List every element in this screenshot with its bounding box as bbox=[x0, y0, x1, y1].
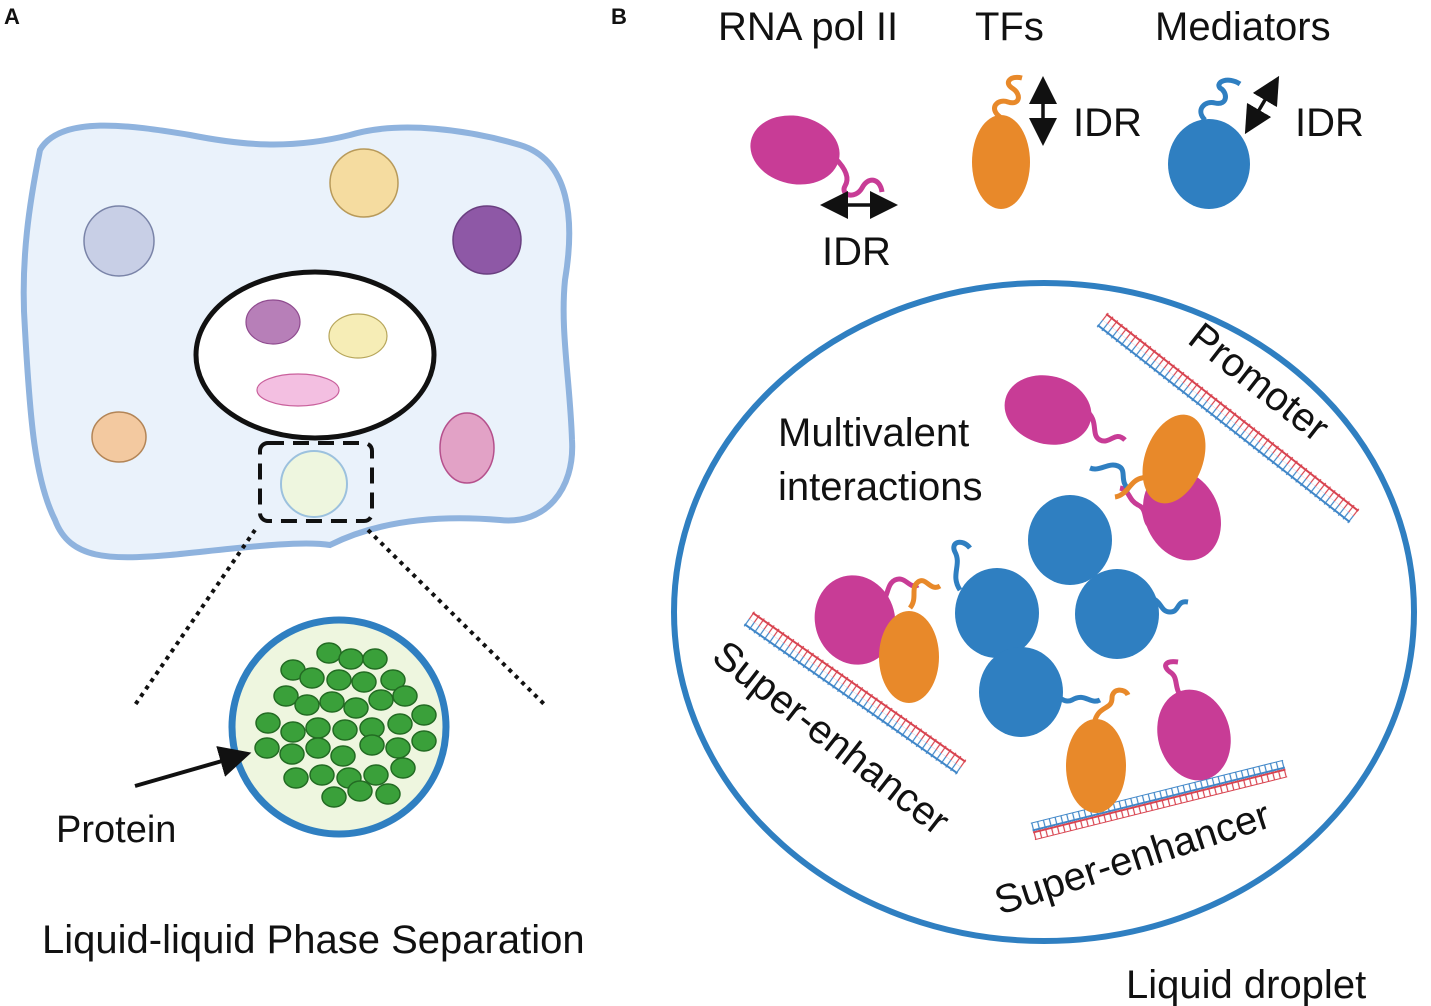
protein-dot bbox=[392, 685, 418, 707]
protein-dot bbox=[363, 764, 389, 786]
idr-label: IDR bbox=[822, 230, 891, 274]
protein-dot bbox=[351, 671, 377, 693]
protein-label: Protein bbox=[56, 809, 176, 851]
protein-dot bbox=[362, 648, 388, 670]
double-arrow-icon bbox=[1244, 75, 1280, 135]
protein-dot bbox=[326, 669, 352, 691]
organelle bbox=[452, 205, 522, 275]
zoom-line-right bbox=[366, 528, 547, 707]
protein-dot bbox=[319, 691, 345, 713]
multivalent-label-line1: Multivalent bbox=[778, 411, 969, 455]
protein-dot bbox=[305, 737, 331, 759]
condensate bbox=[280, 450, 348, 518]
rna-pol-ii bbox=[814, 575, 896, 665]
protein-dot bbox=[321, 786, 347, 808]
protein-dot bbox=[411, 704, 437, 726]
protein-dot bbox=[255, 712, 281, 734]
protein-dot bbox=[380, 669, 406, 691]
panel-a: A Protein Liquid-liquid Phase Separation bbox=[4, 4, 585, 962]
rna-pol-ii bbox=[1157, 689, 1231, 781]
protein-dot bbox=[305, 717, 331, 739]
legend-tfs-title: TFs bbox=[975, 5, 1044, 49]
organelle bbox=[83, 205, 155, 277]
protein-dot bbox=[343, 697, 369, 719]
organelle bbox=[91, 411, 147, 463]
rna-pol-ii bbox=[1004, 375, 1092, 445]
protein-dot bbox=[375, 783, 401, 805]
super-enhancer-dna-left bbox=[743, 611, 967, 775]
mediator bbox=[955, 568, 1039, 658]
mediator bbox=[1028, 495, 1112, 585]
droplet-proteins bbox=[814, 375, 1231, 813]
protein-dot bbox=[359, 734, 385, 756]
legend-rna-pol-ii-title: RNA pol II bbox=[718, 5, 898, 49]
arrow-icon bbox=[134, 746, 252, 788]
protein-dot bbox=[294, 694, 320, 716]
protein-dot bbox=[387, 713, 413, 735]
protein-dot bbox=[299, 667, 325, 689]
legend-tfs: IDR bbox=[972, 74, 1142, 209]
transcription-factor bbox=[1142, 414, 1206, 504]
protein-dot bbox=[309, 764, 335, 786]
panel-a-caption: Liquid-liquid Phase Separation bbox=[42, 918, 585, 962]
protein-dot bbox=[283, 767, 309, 789]
protein-dot bbox=[385, 737, 411, 759]
multivalent-label-line2: interactions bbox=[778, 465, 983, 509]
mediator bbox=[1075, 569, 1159, 659]
zoom-selection-box bbox=[258, 441, 374, 523]
protein-dot bbox=[411, 730, 437, 752]
organelle bbox=[439, 412, 495, 484]
idr-label: IDR bbox=[1073, 101, 1142, 145]
promoter-dna bbox=[1096, 312, 1360, 524]
protein-dots bbox=[254, 642, 437, 808]
transcription-factor bbox=[1066, 719, 1126, 813]
legend-mediators-title: Mediators bbox=[1155, 5, 1331, 49]
nucleus bbox=[193, 269, 437, 441]
protein-dot bbox=[368, 689, 394, 711]
legend-mediators: IDR bbox=[1168, 75, 1364, 209]
mediator bbox=[979, 647, 1063, 737]
panel-b-letter: B bbox=[611, 4, 627, 29]
panel-b: B RNA pol II TFs Mediators IDR IDR IDR bbox=[611, 4, 1417, 1006]
nucleus-body bbox=[256, 373, 340, 407]
protein-dot bbox=[279, 743, 305, 765]
protein-dot bbox=[273, 685, 299, 707]
organelle bbox=[329, 148, 399, 218]
liquid-droplet-caption: Liquid droplet bbox=[1126, 963, 1366, 1006]
idr-label: IDR bbox=[1295, 101, 1364, 145]
protein-dot bbox=[390, 757, 416, 779]
panel-a-letter: A bbox=[4, 4, 20, 29]
nucleus-body bbox=[245, 299, 301, 345]
protein-dot bbox=[330, 745, 356, 767]
protein-dot bbox=[332, 719, 358, 741]
protein-dot bbox=[280, 721, 306, 743]
protein-dot bbox=[338, 648, 364, 670]
protein-dot bbox=[347, 780, 373, 802]
protein-dot bbox=[254, 737, 280, 759]
protein-dot bbox=[316, 642, 342, 664]
super-enhancer-dna-right bbox=[1030, 759, 1288, 841]
legend-rna-pol-ii: IDR bbox=[750, 115, 898, 274]
transcription-factor bbox=[879, 611, 939, 703]
nucleus-body bbox=[328, 313, 388, 359]
